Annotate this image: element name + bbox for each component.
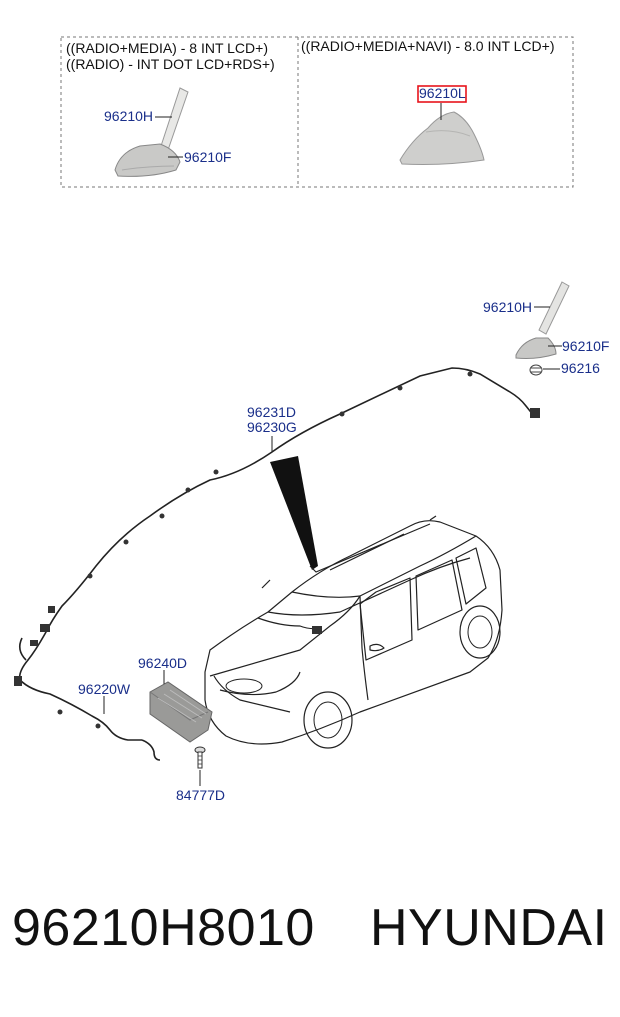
label-inset-96210l: 96210L [419, 85, 466, 101]
brand-name: HYUNDAI [370, 899, 608, 957]
leader-wedge [270, 456, 318, 570]
label-roof-96210f: 96210F [562, 338, 609, 354]
antenna-cable [14, 367, 540, 761]
parts-diagram: ((RADIO+MEDIA) - 8 INT LCD+) ((RADIO) - … [14, 36, 609, 803]
part-number: 96210H8010 [12, 899, 315, 957]
label-96230g: 96230G [247, 419, 297, 435]
variant-left-line1: ((RADIO+MEDIA) - 8 INT LCD+) [66, 40, 268, 56]
label-96240d: 96240D [138, 655, 187, 671]
variant-inset: ((RADIO+MEDIA) - 8 INT LCD+) ((RADIO) - … [60, 36, 574, 188]
label-96231d: 96231D [247, 404, 296, 420]
highlight-box [417, 85, 467, 103]
label-84777d: 84777D [176, 787, 225, 803]
label-96220w: 96220W [78, 681, 131, 697]
variant-left-line2: ((RADIO) - INT DOT LCD+RDS+) [66, 56, 275, 72]
screw-icon [194, 746, 206, 769]
rod-antenna-icon [114, 87, 189, 177]
shark-fin-antenna-icon [399, 111, 485, 165]
label-roof-96210h: 96210H [483, 299, 532, 315]
roof-antenna-assembly [515, 281, 570, 376]
label-roof-96216: 96216 [561, 360, 600, 376]
variant-right-line1: ((RADIO+MEDIA+NAVI) - 8.0 INT LCD+) [301, 38, 554, 54]
footer: 96210H8010 HYUNDAI [0, 898, 620, 978]
label-inset-96210f: 96210F [184, 149, 231, 165]
amplifier-module [149, 681, 213, 743]
car-illustration [204, 515, 503, 749]
label-inset-96210h: 96210H [104, 108, 153, 124]
